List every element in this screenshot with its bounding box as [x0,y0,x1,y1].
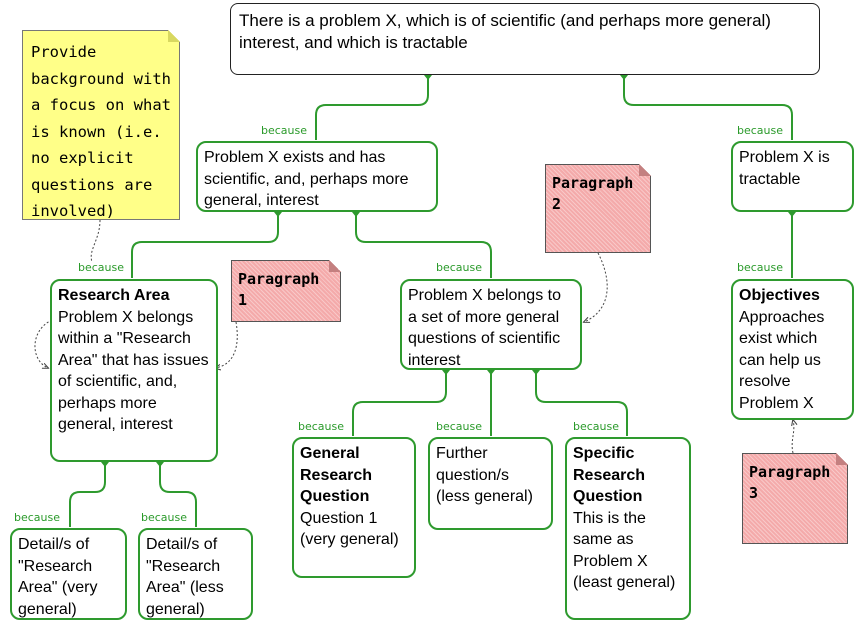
note-link-background [90,219,101,263]
further-question-text: Further question/s (less general) [436,445,533,505]
tractable-node[interactable]: Problem X is tractable [731,141,854,212]
root-claim-node[interactable]: There is a problem X, which is of scient… [230,3,820,75]
objectives-body: Approaches exist which can help us resol… [739,308,825,412]
link-label: because [436,420,483,433]
root-claim-text: There is a problem X, which is of scient… [239,11,771,52]
further-question-node[interactable]: Further question/s (less general) [428,437,553,530]
general-research-question-title: General Research Question [300,445,373,505]
link-label: because [141,511,188,524]
paragraph-3-text: Paragraph 3 [749,463,831,502]
link-root-tractable [623,75,793,140]
specific-research-question-node[interactable]: Specific Research Question This is the s… [565,437,691,620]
paragraph-2-note[interactable]: Paragraph 2 [545,164,651,253]
note-link-paragraph3 [792,420,794,454]
research-area-node[interactable]: Research Area Problem X belongs within a… [50,279,218,462]
link-research-detail-very [69,462,106,527]
link-interest-set [355,212,492,278]
research-area-body: Problem X belongs within a "Research Are… [58,308,209,434]
detail-very-general-text: Detail/s of "Research Area" (very genera… [18,536,98,618]
link-label: because [78,261,125,274]
interest-node[interactable]: Problem X exists and has scientific, and… [196,141,438,212]
paragraph-2-text: Paragraph 2 [552,174,634,213]
paragraph-1-note[interactable]: Paragraph 1 [231,260,341,322]
link-interest-research [131,212,279,278]
background-note[interactable]: Provide background with a focus on what … [22,30,180,220]
link-label: because [436,261,483,274]
link-label: because [14,511,61,524]
detail-very-general-node[interactable]: Detail/s of "Research Area" (very genera… [10,528,127,620]
tractable-text: Problem X is tractable [739,149,830,188]
link-label: because [737,261,784,274]
link-set-specific [535,370,628,436]
paragraph-1-text: Paragraph 1 [238,270,320,309]
objectives-node[interactable]: Objectives Approaches exist which can he… [731,279,854,420]
link-label: because [573,420,620,433]
detail-less-general-text: Detail/s of "Research Area" (less genera… [146,536,224,618]
general-research-question-node[interactable]: General Research Question Question 1 (ve… [292,437,416,578]
research-area-title: Research Area [58,287,170,304]
note-link-paragraph2 [584,252,608,322]
set-of-questions-text: Problem X belongs to a set of more gener… [408,287,561,369]
specific-research-question-body: This is the same as Problem X (least gen… [573,509,676,592]
link-label: because [737,124,784,137]
paragraph-3-note[interactable]: Paragraph 3 [742,453,848,544]
note-link-paragraph1-right [215,321,238,368]
set-of-questions-node[interactable]: Problem X belongs to a set of more gener… [400,279,582,370]
detail-less-general-node[interactable]: Detail/s of "Research Area" (less genera… [138,528,253,620]
link-label: because [261,124,308,137]
link-set-general [352,370,447,436]
link-label: because [298,420,345,433]
link-root-interest [315,75,429,140]
interest-text: Problem X exists and has scientific, and… [204,149,409,209]
objectives-title: Objectives [739,287,820,304]
background-note-text: Provide background with a focus on what … [31,43,171,220]
general-research-question-body: Question 1 (very general) [300,509,399,549]
specific-research-question-title: Specific Research Question [573,445,646,505]
link-research-detail-less [159,462,197,527]
